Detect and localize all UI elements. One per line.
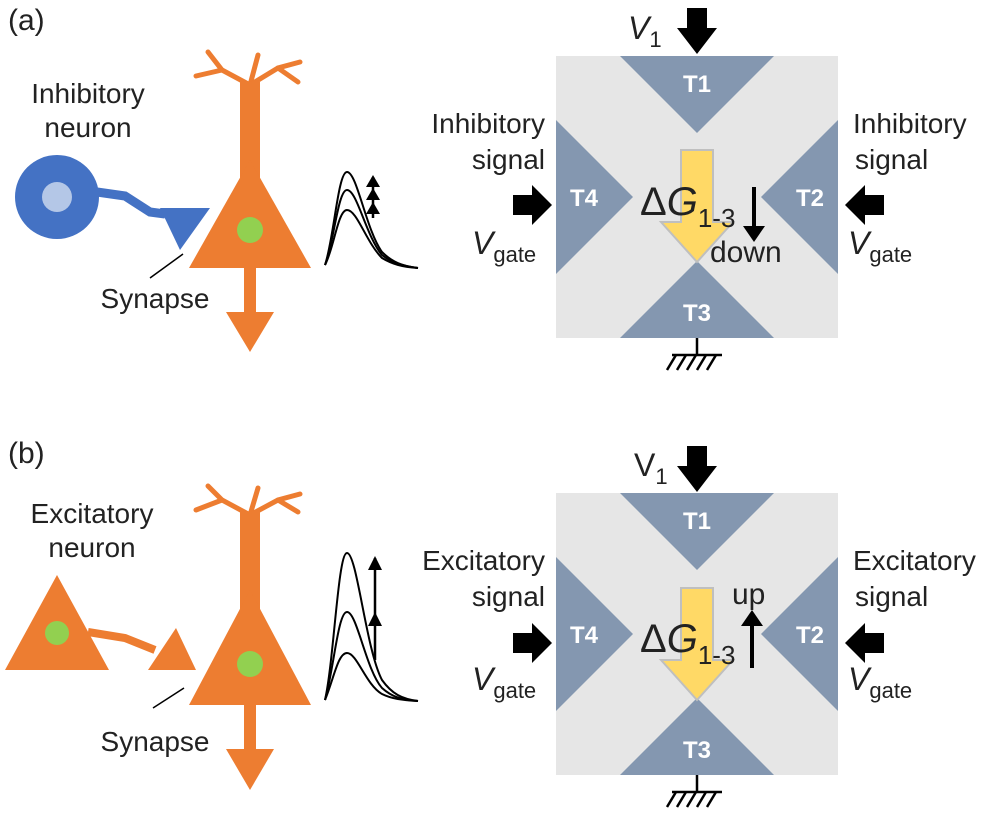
apical-dendrite-a [240,82,260,182]
v1-input-arrow-b [677,446,717,492]
terminal-t4-label-a: T4 [570,185,599,212]
left-gate-arrow-a [513,185,552,225]
excitatory-neuron: Excitatory neuron [5,498,196,670]
panel-b: (b) Excitatory neuron Synapse [5,437,976,808]
psp-traces-a [324,170,419,269]
v1-input-arrow-a [677,8,717,54]
inhibitory-neuron-label-line2: neuron [44,112,131,143]
device-b: T1 T2 T3 T4 ΔG1-3 up [556,493,838,775]
panel-a: (a) Inhibitory neuron Synapse [8,4,967,371]
inhibitory-neuron-nucleus [42,182,72,212]
terminal-t4-b [556,557,633,711]
right-vgate-label-b: Vgate [848,661,912,703]
excitatory-axon [87,628,157,654]
psp-increase-arrows-b [368,556,382,660]
left-signal-label-line2-b: signal [472,581,545,612]
direction-label-b: up [732,578,765,611]
dendrite-tree-b [193,483,303,518]
left-signal-label-line2-a: signal [472,144,545,175]
terminal-t3-label-a: T3 [683,300,711,327]
terminal-t2-label-a: T2 [796,185,824,212]
panel-a-tag: (a) [8,4,45,37]
pyramidal-soma-b [189,590,311,705]
psp-traces-b [324,551,419,702]
left-vgate-label-a: Vgate [472,225,536,267]
inhibitory-neuron: Inhibitory neuron [15,78,210,250]
conductance-down-arrow-head-a [743,226,765,242]
terminal-t2-b [761,557,838,711]
terminal-t1-label-a: T1 [683,71,711,98]
right-signal-label-line2-a: signal [855,144,928,175]
terminal-t1-a [620,56,774,133]
terminal-t2-a [761,120,838,274]
pyramidal-nucleus-b [237,651,263,677]
apical-dendrite-b [240,512,260,617]
ground-symbol-b [665,775,722,808]
terminal-t3-b [620,698,774,775]
synapse-pointer-line-a [149,253,184,279]
excitatory-neuron-label-line1: Excitatory [31,498,154,529]
terminal-t2-label-b: T2 [796,622,824,649]
terminal-t3-label-b: T3 [683,737,711,764]
excitatory-synaptic-terminal [148,628,196,670]
excitatory-neuron-label-line2: neuron [48,532,135,563]
current-arrow-a [658,149,736,264]
pyramidal-neuron-b [189,483,311,790]
pyramidal-soma-a [189,160,311,268]
ground-symbol-a [665,338,722,371]
pyramidal-neuron-a [189,49,311,352]
right-vgate-label-a: Vgate [848,225,912,267]
right-signal-label-line1-a: Inhibitory [853,108,967,139]
v1-label-b: V1 [634,447,668,489]
terminal-t1-b [620,493,774,570]
left-gate-arrow-b [513,623,552,663]
right-signal-label-line1-b: Excitatory [853,545,976,576]
excitatory-neuron-nucleus [45,621,69,645]
terminal-t1-label-b: T1 [683,508,711,535]
terminal-t3-a [620,261,774,338]
current-arrow-b [658,587,736,702]
device-a: T1 T2 T3 T4 ΔG1-3 down [556,56,838,338]
dg-label-b: ΔG1-3 [640,617,735,670]
left-signal-label-line1-b: Excitatory [422,545,545,576]
axon-a [244,266,256,314]
dg-label-a: ΔG1-3 [640,180,735,233]
direction-label-a: down [710,236,782,269]
inhibitory-synaptic-terminal [160,208,210,250]
dendrite-tree-a [193,49,303,88]
psp-increase-arrows-a [366,175,380,218]
axon-b [244,703,256,751]
right-signal-label-line2-b: signal [855,581,928,612]
terminal-t4-a [556,120,633,274]
conductance-up-arrow-head-b [741,610,763,626]
inhibitory-axon [96,187,166,219]
right-gate-arrow-a [845,185,884,225]
left-signal-label-line1-a: Inhibitory [431,108,545,139]
axon-arrowhead-a [226,312,274,352]
v1-label-a: V1 [628,10,662,52]
synapse-pointer-line-b [152,687,185,709]
pyramidal-nucleus-a [237,217,263,243]
synapse-label-a: Synapse [101,283,210,314]
panel-b-tag: (b) [8,437,45,470]
left-vgate-label-b: Vgate [472,661,536,703]
right-gate-arrow-b [845,623,884,663]
axon-arrowhead-b [226,749,274,790]
inhibitory-neuron-label-line1: Inhibitory [31,78,145,109]
synapse-label-b: Synapse [101,726,210,757]
terminal-t4-label-b: T4 [570,622,599,649]
